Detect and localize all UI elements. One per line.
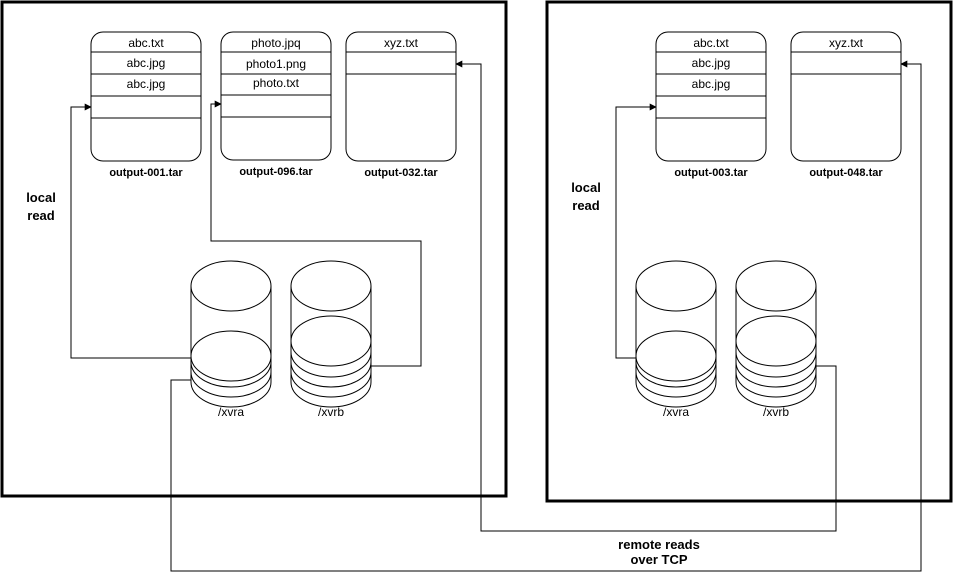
volume-xvra-left: /xvra <box>190 260 272 419</box>
left-node-box <box>0 0 508 498</box>
volume-label: /xvrb <box>763 405 789 419</box>
file-entry: abc.jpg <box>692 77 731 91</box>
remote-read-connector-to-right <box>170 60 922 572</box>
archive-name: output-096.tar <box>239 166 313 178</box>
volume-label: /xvrb <box>318 405 344 419</box>
file-entry: abc.txt <box>693 36 729 50</box>
archive-output-096: photo.jpq photo1.png photo.txt output-09… <box>220 31 332 178</box>
local-read-connector-left-xvra <box>70 103 191 359</box>
file-entry: xyz.txt <box>384 36 419 50</box>
local-read-label-right: local <box>571 180 601 195</box>
local-read-connector-left-xvrb <box>210 100 422 367</box>
file-entry: photo1.png <box>246 57 306 71</box>
local-read-label-left: local <box>26 190 56 205</box>
volume-xvra-right: /xvra <box>635 260 717 419</box>
local-read-connector-right-xvra <box>615 103 657 359</box>
file-entry: abc.jpg <box>127 77 166 91</box>
archive-output-048: xyz.txt output-048.tar <box>790 31 902 179</box>
remote-read-connector-to-left <box>455 60 837 532</box>
archive-name: output-048.tar <box>809 167 883 179</box>
remote-reads-label: remote reads over TCP <box>610 536 708 568</box>
volume-xvrb-left: /xvrb <box>290 260 372 419</box>
archive-name: output-003.tar <box>674 167 748 179</box>
archive-name: output-032.tar <box>364 167 438 179</box>
file-entry: abc.jpg <box>127 56 166 70</box>
file-entry: photo.txt <box>253 76 300 90</box>
archive-name: output-001.tar <box>109 167 183 179</box>
local-read-label-left: read <box>27 208 55 223</box>
file-entry: abc.txt <box>128 36 164 50</box>
remote-reads-line: over TCP <box>630 552 687 567</box>
right-node-box <box>545 0 953 503</box>
archive-output-001: abc.txt abc.jpg abc.jpg output-001.tar <box>90 31 202 179</box>
archive-output-003: abc.txt abc.jpg abc.jpg output-003.tar <box>655 31 767 179</box>
archive-output-032: xyz.txt output-032.tar <box>345 31 457 179</box>
file-entry: abc.jpg <box>692 56 731 70</box>
volume-label: /xvra <box>663 405 689 419</box>
volume-xvrb-right: /xvrb <box>735 260 817 419</box>
local-read-label-right: read <box>572 198 600 213</box>
volume-label: /xvra <box>218 405 244 419</box>
remote-reads-line: remote reads <box>618 537 700 552</box>
file-entry: xyz.txt <box>829 36 864 50</box>
file-entry: photo.jpq <box>251 36 300 50</box>
